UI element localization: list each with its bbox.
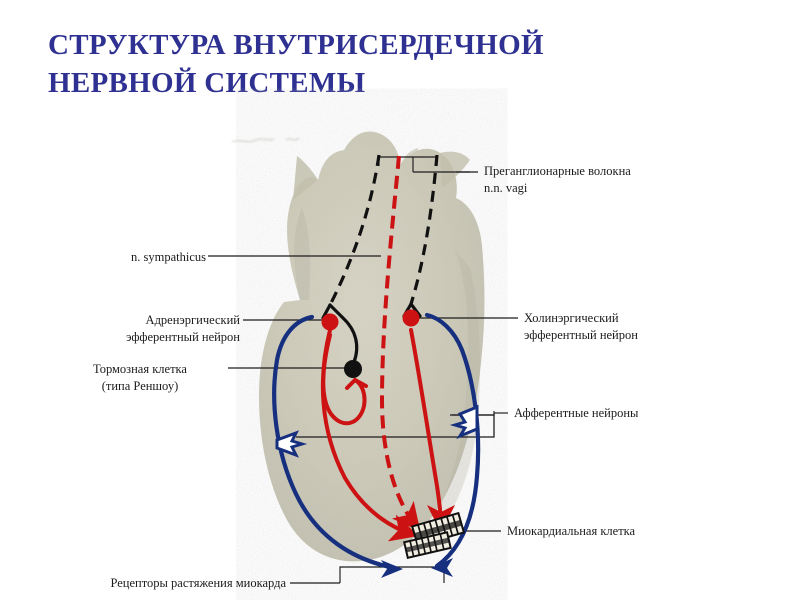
label-preganglionic-fibers: Преганглионарные волокна n.n. vagi	[484, 164, 631, 195]
adrenergic-neuron-soma	[321, 313, 339, 331]
neuron-somata	[321, 309, 420, 378]
central-dashed-efferent-fiber	[379, 155, 421, 532]
label-renshaw-inhibitory-cell: Тормозная клетка (типа Реншоу)	[93, 362, 187, 393]
preganglionic-vagal-fibers	[328, 154, 439, 306]
page-title: Структура внутрисердечной нервной систем…	[48, 29, 544, 100]
label-myocardial-stretch-receptors: Рецепторы растяжения миокарда	[110, 576, 286, 590]
myocardial-cell-second-band	[403, 531, 452, 559]
label-adrenergic-efferent-neuron: Адренэргический эфферентный нейрон	[126, 313, 240, 344]
scan-artifact-marks	[231, 137, 300, 143]
label-afferent-neurons: Афферентные нейроны	[514, 406, 639, 420]
cholinergic-neuron-soma	[402, 309, 420, 327]
afferent-arrowhead-left	[275, 430, 308, 458]
label-n-sympathicus: n. sympathicus	[131, 250, 206, 264]
efferent-fibers	[320, 328, 455, 542]
label-cholinergic-efferent-neuron: Холинэргический эфферентный нейрон	[524, 311, 638, 342]
heart-silhouette	[259, 131, 485, 562]
renshaw-inhibitory-cell-soma	[344, 360, 362, 378]
afferent-arrowhead-right	[449, 404, 479, 440]
label-myocardial-cell: Миокардиальная клетка	[507, 524, 636, 538]
